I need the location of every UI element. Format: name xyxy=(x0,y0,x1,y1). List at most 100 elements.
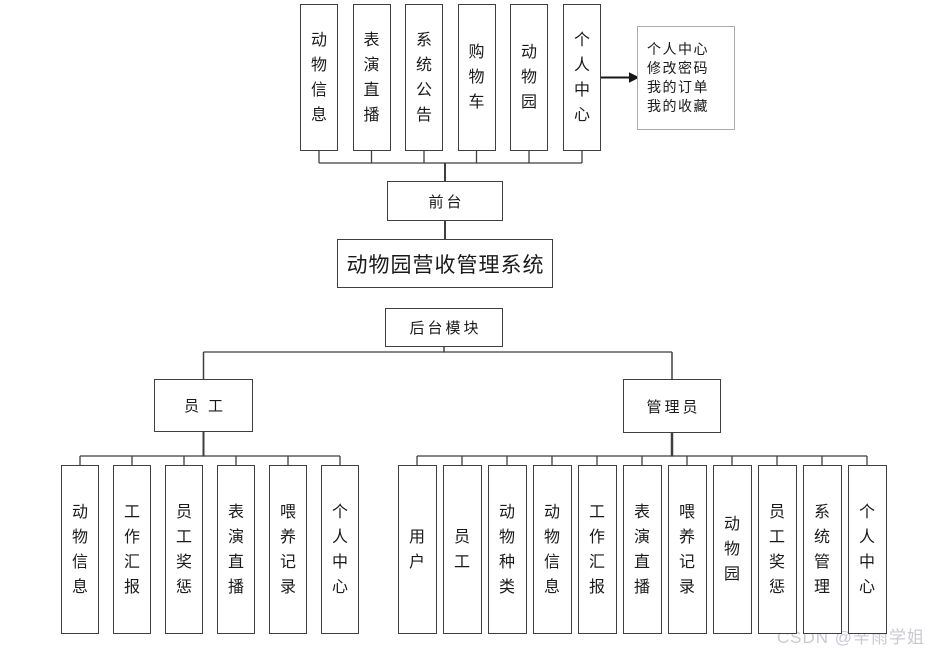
node-char: 汇 xyxy=(123,553,140,571)
node-char: 个 xyxy=(858,503,875,521)
node-char: 户 xyxy=(408,553,425,571)
node-char: 类 xyxy=(498,578,515,596)
personal-center-note-box: 个人中心 修改密码 我的订单 我的收藏 xyxy=(637,26,735,130)
node-char: 信 xyxy=(71,553,88,571)
node-char: 员 xyxy=(175,503,192,521)
node-char: 物 xyxy=(498,528,515,546)
front-module-2: 系统公告 xyxy=(405,4,443,151)
node-char: 统 xyxy=(813,528,830,546)
node-char: 作 xyxy=(588,528,605,546)
admin-branch-box: 管理员 xyxy=(623,379,721,433)
note-line: 个人中心 xyxy=(647,41,709,57)
node-char: 人 xyxy=(331,528,348,546)
node-char: 播 xyxy=(363,106,380,124)
front-module-3: 购物车 xyxy=(457,4,496,151)
node-char: 养 xyxy=(279,528,296,546)
system-title-label: 动物园营收管理系统 xyxy=(346,253,545,277)
node-char: 员 xyxy=(453,528,470,546)
node-char: 惩 xyxy=(175,578,192,596)
node-char: 动 xyxy=(71,503,88,521)
staff-module-5: 个人中心 xyxy=(321,465,359,634)
node-char: 个 xyxy=(573,31,590,49)
node-char: 直 xyxy=(363,81,380,99)
node-char: 动 xyxy=(310,31,327,49)
staff-module-3: 表演直播 xyxy=(217,465,255,634)
staff-branch-box: 员工 xyxy=(154,379,253,432)
node-char: 员 xyxy=(768,503,785,521)
front-module-0: 动物信息 xyxy=(300,4,338,151)
node-char: 报 xyxy=(123,578,140,596)
node-char: 表 xyxy=(363,31,380,49)
node-char: 心 xyxy=(331,578,348,596)
node-char: 报 xyxy=(588,578,605,596)
node-char: 工 xyxy=(768,528,785,546)
admin-module-7: 动物园 xyxy=(712,465,752,634)
node-char: 统 xyxy=(415,56,432,74)
node-char: 物 xyxy=(520,69,537,86)
staff-module-0: 动物信息 xyxy=(61,465,99,634)
admin-module-6: 喂养记录 xyxy=(667,465,707,634)
node-char: 汇 xyxy=(588,553,605,571)
node-char: 工 xyxy=(588,503,605,521)
note-line: 修改密码 xyxy=(647,60,709,76)
staff-branch-label: 员工 xyxy=(183,398,232,415)
note-line: 我的收藏 xyxy=(647,98,709,114)
node-char: 人 xyxy=(858,528,875,546)
node-char: 中 xyxy=(573,81,590,99)
node-char: 物 xyxy=(543,528,560,546)
admin-module-5: 表演直播 xyxy=(622,465,662,634)
node-char: 中 xyxy=(858,553,875,571)
node-char: 息 xyxy=(310,106,327,124)
node-char: 演 xyxy=(363,56,380,74)
node-char: 系 xyxy=(813,503,830,521)
node-char: 告 xyxy=(415,106,432,124)
node-char: 记 xyxy=(279,553,296,571)
node-char: 惩 xyxy=(768,578,785,596)
node-char: 演 xyxy=(633,528,650,546)
node-char: 表 xyxy=(227,503,244,521)
node-char: 物 xyxy=(723,541,740,558)
node-char: 用 xyxy=(408,528,425,546)
node-char: 物 xyxy=(468,69,485,86)
node-char: 动 xyxy=(498,503,515,521)
node-char: 直 xyxy=(633,553,650,571)
staff-module-1: 工作汇报 xyxy=(113,465,151,634)
admin-module-4: 工作汇报 xyxy=(577,465,617,634)
node-char: 播 xyxy=(227,578,244,596)
node-char: 表 xyxy=(633,503,650,521)
admin-module-8: 员工奖惩 xyxy=(757,465,797,634)
node-char: 喂 xyxy=(678,503,695,521)
system-title-box: 动物园营收管理系统 xyxy=(337,239,553,288)
node-char: 个 xyxy=(331,503,348,521)
arrowhead xyxy=(629,72,640,83)
node-char: 息 xyxy=(543,578,560,596)
node-char: 车 xyxy=(468,94,485,111)
node-char: 园 xyxy=(723,566,740,583)
node-char: 作 xyxy=(123,528,140,546)
front-module-5: 个人中心 xyxy=(563,4,601,151)
node-char: 心 xyxy=(858,578,875,596)
node-char: 工 xyxy=(123,503,140,521)
admin-module-10: 个人中心 xyxy=(847,465,887,634)
node-char: 播 xyxy=(633,578,650,596)
node-char: 理 xyxy=(813,578,830,596)
front-module-1: 表演直播 xyxy=(352,4,391,151)
front-node-box: 前台 xyxy=(387,181,503,221)
node-char: 人 xyxy=(573,56,590,74)
node-char: 奖 xyxy=(768,553,785,571)
backend-node-box: 后台模块 xyxy=(385,308,503,347)
node-char: 购 xyxy=(468,44,485,61)
admin-module-3: 动物信息 xyxy=(532,465,572,634)
admin-module-9: 系统管理 xyxy=(802,465,842,634)
node-char: 工 xyxy=(453,553,470,571)
node-char: 公 xyxy=(415,81,432,99)
node-char: 信 xyxy=(543,553,560,571)
staff-module-4: 喂养记录 xyxy=(269,465,307,634)
node-char: 动 xyxy=(520,44,537,61)
node-char: 奖 xyxy=(175,553,192,571)
note-line: 我的订单 xyxy=(647,79,709,95)
node-char: 种 xyxy=(498,553,515,571)
front-module-4: 动物园 xyxy=(510,4,548,151)
